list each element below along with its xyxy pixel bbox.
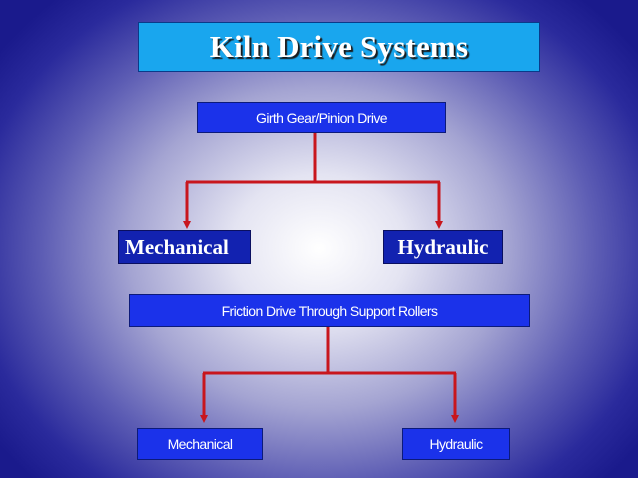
node-friction-drive: Friction Drive Through Support Rollers <box>129 294 530 327</box>
node-girth-label: Girth Gear/Pinion Drive <box>256 109 388 126</box>
node-girth-gear-pinion-drive: Girth Gear/Pinion Drive <box>197 102 446 133</box>
page-title: Kiln Drive Systems <box>209 29 469 64</box>
node-hydraulic-bottom: Hydraulic <box>402 428 510 460</box>
node-mechanical-bottom-label: Mechanical <box>167 436 233 452</box>
title-banner: Kiln Drive Systems <box>138 22 540 72</box>
node-friction-label: Friction Drive Through Support Rollers <box>221 302 438 319</box>
node-mechanical-bottom: Mechanical <box>137 428 263 460</box>
node-hydraulic-bottom-label: Hydraulic <box>429 436 484 452</box>
node-hydraulic-top-label: Hydraulic <box>397 234 489 259</box>
node-mechanical-top: Mechanical <box>118 230 251 264</box>
node-hydraulic-top: Hydraulic <box>383 230 503 264</box>
node-mechanical-top-label: Mechanical <box>125 234 229 259</box>
